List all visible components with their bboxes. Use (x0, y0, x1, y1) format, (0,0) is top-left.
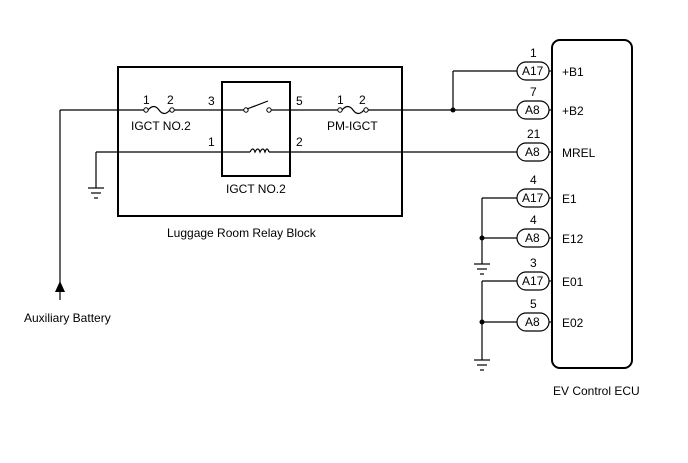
ecu-pin-number: 1 (530, 46, 537, 60)
coil-circuit (88, 148, 517, 199)
ecu-connector-name: A17 (522, 274, 544, 288)
ecu-connector-name: A8 (525, 231, 540, 245)
relay-pin-2: 2 (296, 135, 303, 149)
fuse-igct-pin-right: 2 (167, 93, 174, 107)
connector-ovals (516, 61, 550, 332)
relay-block-label: Luggage Room Relay Block (167, 226, 317, 240)
ecu-signal-name: +B1 (562, 65, 584, 79)
ecu-pin-number: 21 (527, 127, 541, 141)
ecu-signal-name: E12 (562, 232, 584, 246)
ecu-signal-name: E01 (562, 275, 584, 289)
ecu-connector-name: A8 (525, 145, 540, 159)
relay-box (221, 81, 291, 177)
ground-e1-e12 (474, 197, 517, 275)
relay-block-box (117, 66, 403, 217)
relay-pin-1: 1 (208, 135, 215, 149)
ecu-signal-name: MREL (562, 146, 596, 160)
ecu-pin-number: 5 (530, 297, 537, 311)
fuse-igct-icon (143, 105, 175, 115)
fuse-igct-pin-left: 1 (143, 93, 150, 107)
fuse-igct-label: IGCT NO.2 (131, 119, 191, 133)
wire-to-b-pins (368, 70, 517, 113)
ecu-pin-number: 4 (530, 213, 537, 227)
relay-label: IGCT NO.2 (226, 182, 286, 196)
fuse-pm-icon (337, 105, 369, 115)
ecu-connector-name: A17 (522, 191, 544, 205)
ecu-signal-name: +B2 (562, 104, 584, 118)
ecu-connector-name: A17 (522, 64, 544, 78)
relay-switch-icon (243, 100, 272, 113)
battery-label: Auxiliary Battery (24, 311, 111, 325)
relay-pin-5: 5 (296, 94, 303, 108)
ecu-box (551, 39, 633, 369)
ecu-connector-name: A8 (525, 315, 540, 329)
fuse-pm-pin-right: 2 (359, 93, 366, 107)
ecu-signal-name: E02 (562, 316, 584, 330)
ecu-pin-number: 7 (530, 85, 537, 99)
ecu-pin-number: 3 (530, 256, 537, 270)
relay-coil-icon (249, 148, 270, 154)
ecu-label: EV Control ECU (553, 384, 640, 398)
fuse-pm-pin-left: 1 (337, 93, 344, 107)
battery-wire (55, 109, 146, 300)
relay-pin-3: 3 (208, 94, 215, 108)
ground-e01-e02 (474, 280, 517, 371)
ecu-signal-name: E1 (562, 192, 577, 206)
fuse-pm-label: PM-IGCT (327, 119, 378, 133)
ecu-pin-number: 4 (530, 173, 537, 187)
ecu-connector-name: A8 (525, 103, 540, 117)
